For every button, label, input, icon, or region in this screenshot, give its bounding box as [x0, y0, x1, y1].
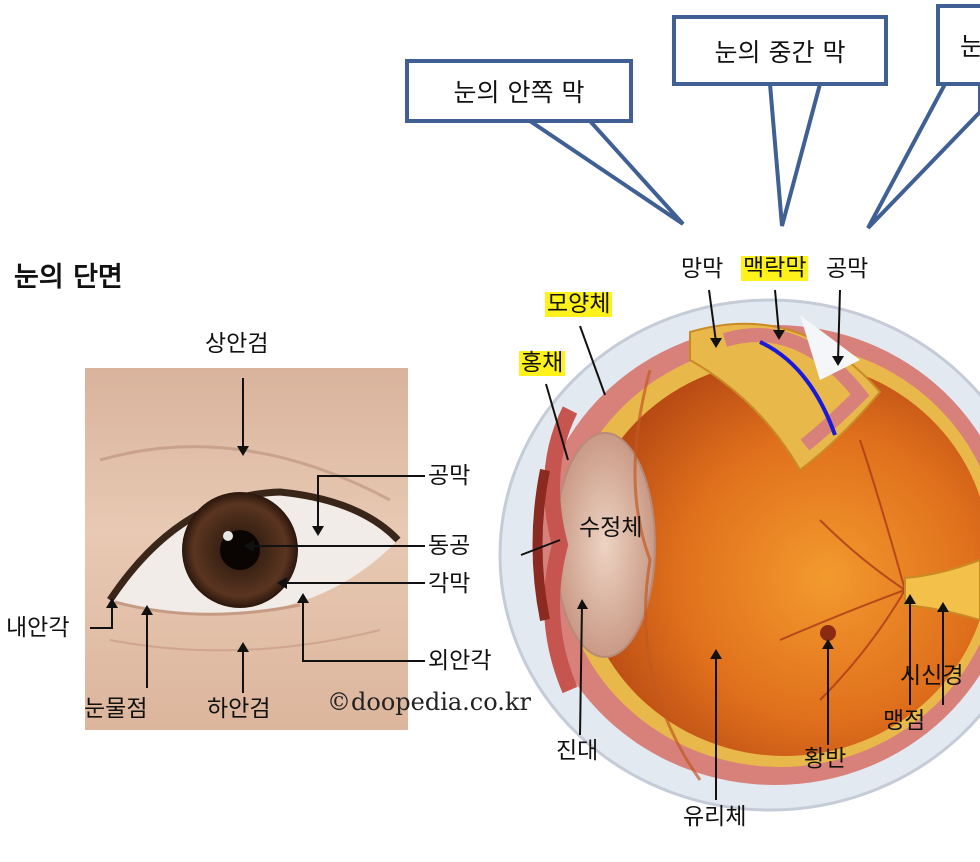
copyright-notice: ©doopedia.co.kr — [327, 688, 531, 716]
callout-inner-membrane: 눈의 안쪽 막 — [405, 59, 633, 123]
face-photo — [85, 368, 408, 730]
callout-middle-text: 눈의 중간 막 — [715, 33, 846, 69]
label-macula: 황반 — [804, 748, 846, 771]
callout-outer-text: 눈 — [960, 27, 980, 63]
callout-outer-membrane: 눈 — [936, 4, 980, 86]
label-lens: 수정체 — [579, 517, 642, 540]
label-punctum: 눈물점 — [84, 698, 147, 721]
label-choroid: 맥락막 — [741, 256, 808, 281]
label-blind-spot: 맹점 — [883, 710, 925, 733]
label-outer-canthus: 외안각 — [428, 650, 491, 673]
label-lower-eyelid: 하안검 — [207, 698, 270, 721]
label-cornea: 각막 — [428, 573, 470, 596]
callout-inner-text: 눈의 안쪽 막 — [454, 73, 585, 109]
label-inner-canthus: 내안각 — [6, 617, 69, 640]
label-optic-nerve: 시신경 — [900, 665, 963, 688]
label-retina: 망막 — [681, 258, 723, 281]
label-pupil: 동공 — [428, 535, 470, 558]
label-iris: 홍채 — [519, 351, 565, 376]
label-upper-eyelid: 상안검 — [205, 333, 268, 356]
label-face-sclera: 공막 — [428, 465, 470, 488]
label-eye-sclera: 공막 — [826, 258, 868, 281]
callout-middle-membrane: 눈의 중간 막 — [672, 15, 888, 86]
label-zonule: 진대 — [556, 740, 598, 763]
diagram-title: 눈의 단면 — [14, 255, 123, 294]
label-vitreous: 유리체 — [683, 806, 746, 829]
label-ciliary-body: 모양체 — [545, 292, 612, 317]
